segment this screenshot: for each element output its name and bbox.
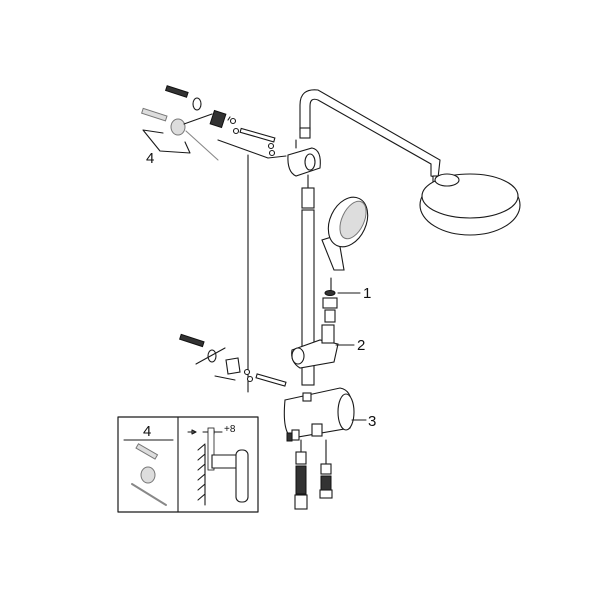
overhead-shower-head (419, 173, 521, 236)
callout-2: 2 (357, 337, 365, 354)
slider-holder (291, 324, 355, 369)
upper-fixing-kit (141, 85, 287, 393)
inlet-connectors (286, 432, 333, 510)
installation-inset (117, 416, 259, 513)
hose-washer (322, 290, 361, 323)
lower-fixing-kit (179, 333, 287, 387)
inset-kit-label: 4 (143, 423, 151, 440)
thermostat-mixer (283, 387, 367, 441)
callout-3: 3 (368, 413, 376, 430)
callout-4-upper: 4 (146, 150, 154, 167)
callout-1: 1 (363, 285, 371, 302)
hand-shower (321, 196, 369, 293)
inset-dimension-label: +8 (224, 424, 236, 435)
riser-pipe (301, 174, 315, 386)
top-bracket (287, 139, 321, 177)
shower-arm (299, 89, 449, 185)
